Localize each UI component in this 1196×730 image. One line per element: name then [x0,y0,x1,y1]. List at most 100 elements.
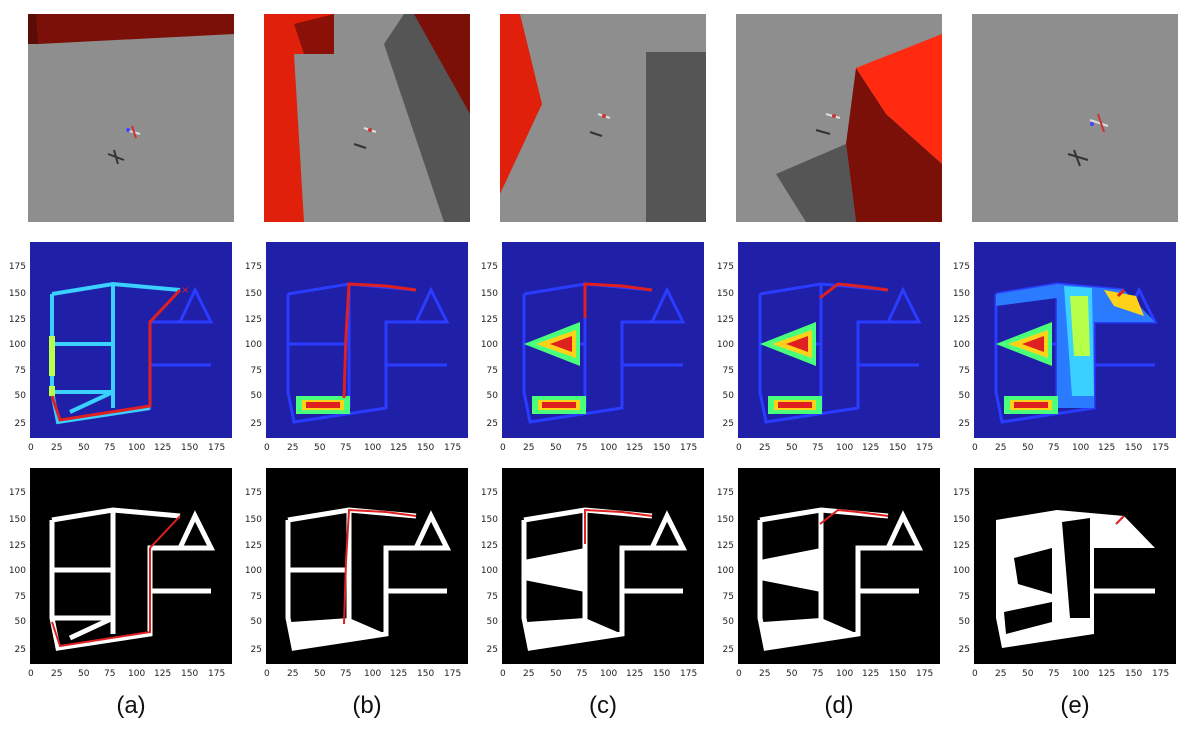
svg-text:75: 75 [15,366,26,376]
svg-text:0: 0 [972,443,978,453]
svg-text:175: 175 [208,669,225,679]
svg-text:125: 125 [953,315,970,325]
svg-text:150: 150 [889,443,906,453]
occupancy-mask-d: 0 25 50 75 100 125 150 175 25 50 75 100 … [717,468,940,679]
svg-text:50: 50 [251,391,263,401]
svg-text:25: 25 [251,419,262,429]
svg-text:125: 125 [862,443,879,453]
svg-text:75: 75 [15,592,26,602]
svg-text:75: 75 [487,366,498,376]
path-line [1115,515,1125,525]
svg-text:25: 25 [523,443,534,453]
svg-text:125: 125 [390,443,407,453]
panel-a: × 0 25 50 75 100 125 150 175 25 50 75 10… [0,0,236,730]
svg-text:150: 150 [889,669,906,679]
drone-shadow-icon [353,143,367,149]
svg-text:100: 100 [128,669,145,679]
svg-text:25: 25 [723,645,734,655]
svg-text:100: 100 [128,443,145,453]
svg-text:100: 100 [1072,669,1089,679]
path-line [819,508,889,525]
svg-text:150: 150 [245,289,262,299]
svg-text:75: 75 [723,366,734,376]
svg-text:75: 75 [1048,443,1059,453]
svg-text:25: 25 [759,443,770,453]
svg-text:100: 100 [481,340,498,350]
svg-text:125: 125 [717,541,734,551]
svg-text:25: 25 [759,669,770,679]
drone-shadow-icon [815,129,831,135]
svg-text:50: 50 [723,391,735,401]
y-axis-ticks: 25 50 75 100 125 150 175 [9,262,26,429]
svg-text:175: 175 [245,488,262,498]
svg-text:100: 100 [1072,443,1089,453]
panel-caption: (a) [116,692,146,719]
svg-text:25: 25 [51,669,62,679]
svg-text:175: 175 [916,443,933,453]
svg-text:50: 50 [78,669,90,679]
drone-shadow-icon [1067,149,1089,167]
svg-text:25: 25 [959,419,970,429]
svg-text:25: 25 [15,645,26,655]
svg-text:75: 75 [723,592,734,602]
svg-text:125: 125 [9,541,26,551]
drone-shadow-icon [107,149,125,165]
svg-text:25: 25 [723,419,734,429]
occupancy-mask-c: 0 25 50 75 100 125 150 175 25 50 75 100 … [481,468,704,679]
svg-text:150: 150 [9,289,26,299]
svg-text:100: 100 [953,340,970,350]
svg-text:125: 125 [862,669,879,679]
svg-text:100: 100 [364,443,381,453]
panel-d: 0 25 50 75 100 125 150 175 25 50 75 100 … [708,0,944,730]
drone-icon [125,125,141,139]
svg-text:125: 125 [481,315,498,325]
heatmap-plot-c: 0 25 50 75 100 125 150 175 25 50 75 100 … [481,242,704,453]
svg-text:75: 75 [104,669,115,679]
svg-text:175: 175 [953,488,970,498]
svg-text:125: 125 [154,443,171,453]
svg-text:25: 25 [995,669,1006,679]
svg-text:125: 125 [626,669,643,679]
svg-text:0: 0 [972,669,978,679]
svg-text:175: 175 [1152,443,1169,453]
svg-text:0: 0 [264,669,270,679]
svg-text:75: 75 [576,669,587,679]
svg-text:150: 150 [717,515,734,525]
svg-text:0: 0 [500,669,506,679]
svg-text:150: 150 [417,669,434,679]
path-line [50,288,182,422]
occupancy-mask-e: 0 25 50 75 100 125 150 175 25 50 75 100 … [953,468,1176,679]
svg-text:75: 75 [812,669,823,679]
svg-text:150: 150 [181,669,198,679]
svg-text:75: 75 [104,443,115,453]
svg-text:50: 50 [959,391,971,401]
svg-text:150: 150 [953,515,970,525]
svg-text:100: 100 [9,340,26,350]
svg-text:75: 75 [251,592,262,602]
svg-text:100: 100 [836,443,853,453]
svg-text:50: 50 [1022,669,1034,679]
svg-text:125: 125 [245,541,262,551]
svg-text:0: 0 [28,669,34,679]
svg-text:100: 100 [9,566,26,576]
svg-text:125: 125 [390,669,407,679]
svg-text:125: 125 [9,315,26,325]
panel-b: 0 25 50 75 100 125 150 175 25 50 75 100 … [236,0,472,730]
svg-text:150: 150 [481,289,498,299]
panel-caption: (d) [824,692,854,719]
path-line [584,508,653,544]
path-line [51,515,181,648]
heatmap-plot-b: 0 25 50 75 100 125 150 175 25 50 75 100 … [245,242,468,453]
svg-text:0: 0 [736,443,742,453]
svg-text:150: 150 [1125,669,1142,679]
simulation-render-e [972,14,1178,222]
svg-text:75: 75 [1048,669,1059,679]
svg-text:175: 175 [9,262,26,272]
svg-text:150: 150 [653,443,670,453]
svg-text:50: 50 [786,669,798,679]
panel-e: 0 25 50 75 100 125 150 175 25 50 75 100 … [944,0,1180,730]
svg-text:175: 175 [481,488,498,498]
svg-text:125: 125 [481,541,498,551]
panel-caption: (c) [589,692,617,719]
x-axis-ticks: 0 25 50 75 100 125 150 175 [28,443,225,453]
